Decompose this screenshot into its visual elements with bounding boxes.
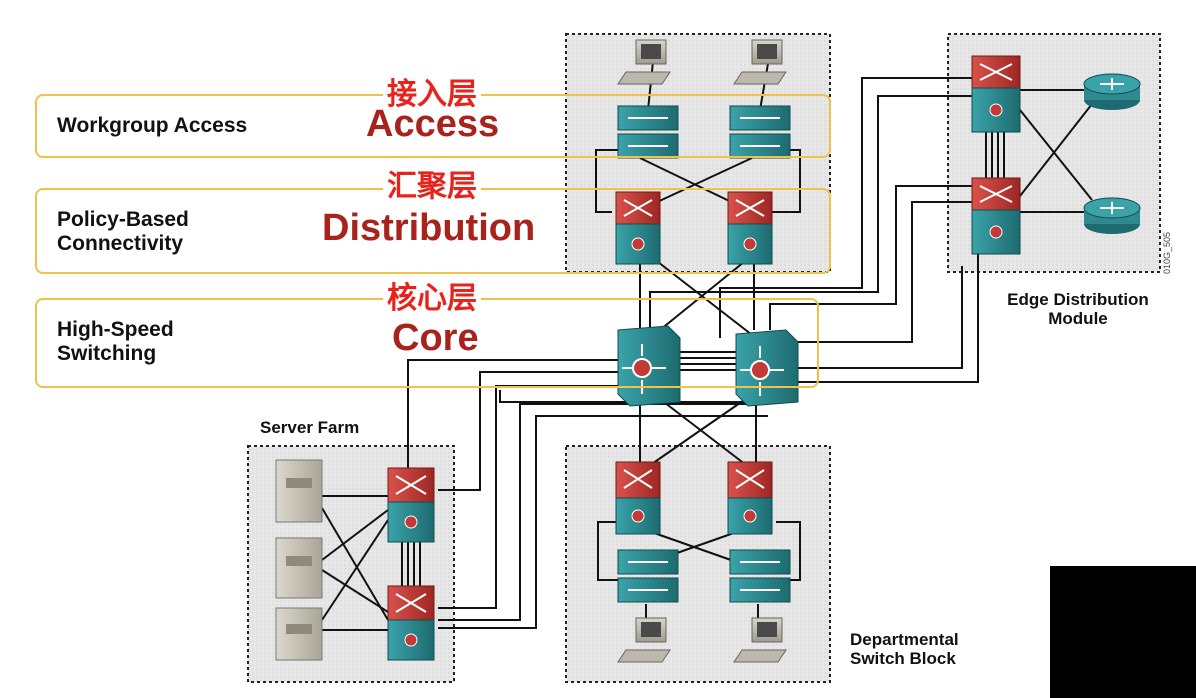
access-layer-name: Access — [366, 103, 500, 145]
multilayer-switch-icon — [387, 585, 435, 661]
multilayer-switch-icon — [615, 191, 661, 265]
multilayer-switch-icon — [387, 467, 435, 543]
core-layer-name: Core — [392, 317, 479, 359]
server-icon — [275, 459, 323, 523]
access-switch-icon — [729, 549, 791, 603]
router-icon — [1083, 73, 1141, 110]
distribution-layer-chinese-label: 汇聚层 — [383, 170, 481, 204]
multilayer-switch-icon — [971, 177, 1021, 255]
access-layer-chinese-label: 接入层 — [383, 78, 481, 112]
server-icon — [275, 607, 323, 661]
departmental-switch-block-caption: Departmental Switch Block — [850, 630, 959, 668]
high-speed-switching-label: High-Speed Switching — [57, 318, 174, 365]
core-layer-chinese-label: 核心层 — [383, 282, 481, 316]
access-switch-icon — [617, 549, 679, 603]
distribution-layer-name: Distribution — [322, 207, 536, 249]
router-icon — [1083, 197, 1141, 234]
access-switch-icon — [617, 105, 679, 159]
multilayer-switch-icon — [727, 191, 773, 265]
black-overlay — [1050, 566, 1196, 698]
workgroup-access-label: Workgroup Access — [57, 114, 248, 137]
pc-icon — [617, 617, 671, 663]
server-farm-caption: Server Farm — [260, 418, 360, 437]
policy-based-connectivity-label: Policy-Based Connectivity — [57, 208, 189, 255]
figure-code: 010G_505 — [1162, 231, 1172, 274]
edge-distribution-caption: Edge Distribution Module — [1007, 290, 1149, 328]
server-icon — [275, 537, 323, 599]
multilayer-switch-icon — [615, 461, 661, 535]
multilayer-switch-icon — [971, 55, 1021, 133]
pc-icon — [733, 617, 787, 663]
multilayer-switch-icon — [727, 461, 773, 535]
access-switch-icon — [729, 105, 791, 159]
pc-icon — [733, 39, 787, 85]
pc-icon — [617, 39, 671, 85]
